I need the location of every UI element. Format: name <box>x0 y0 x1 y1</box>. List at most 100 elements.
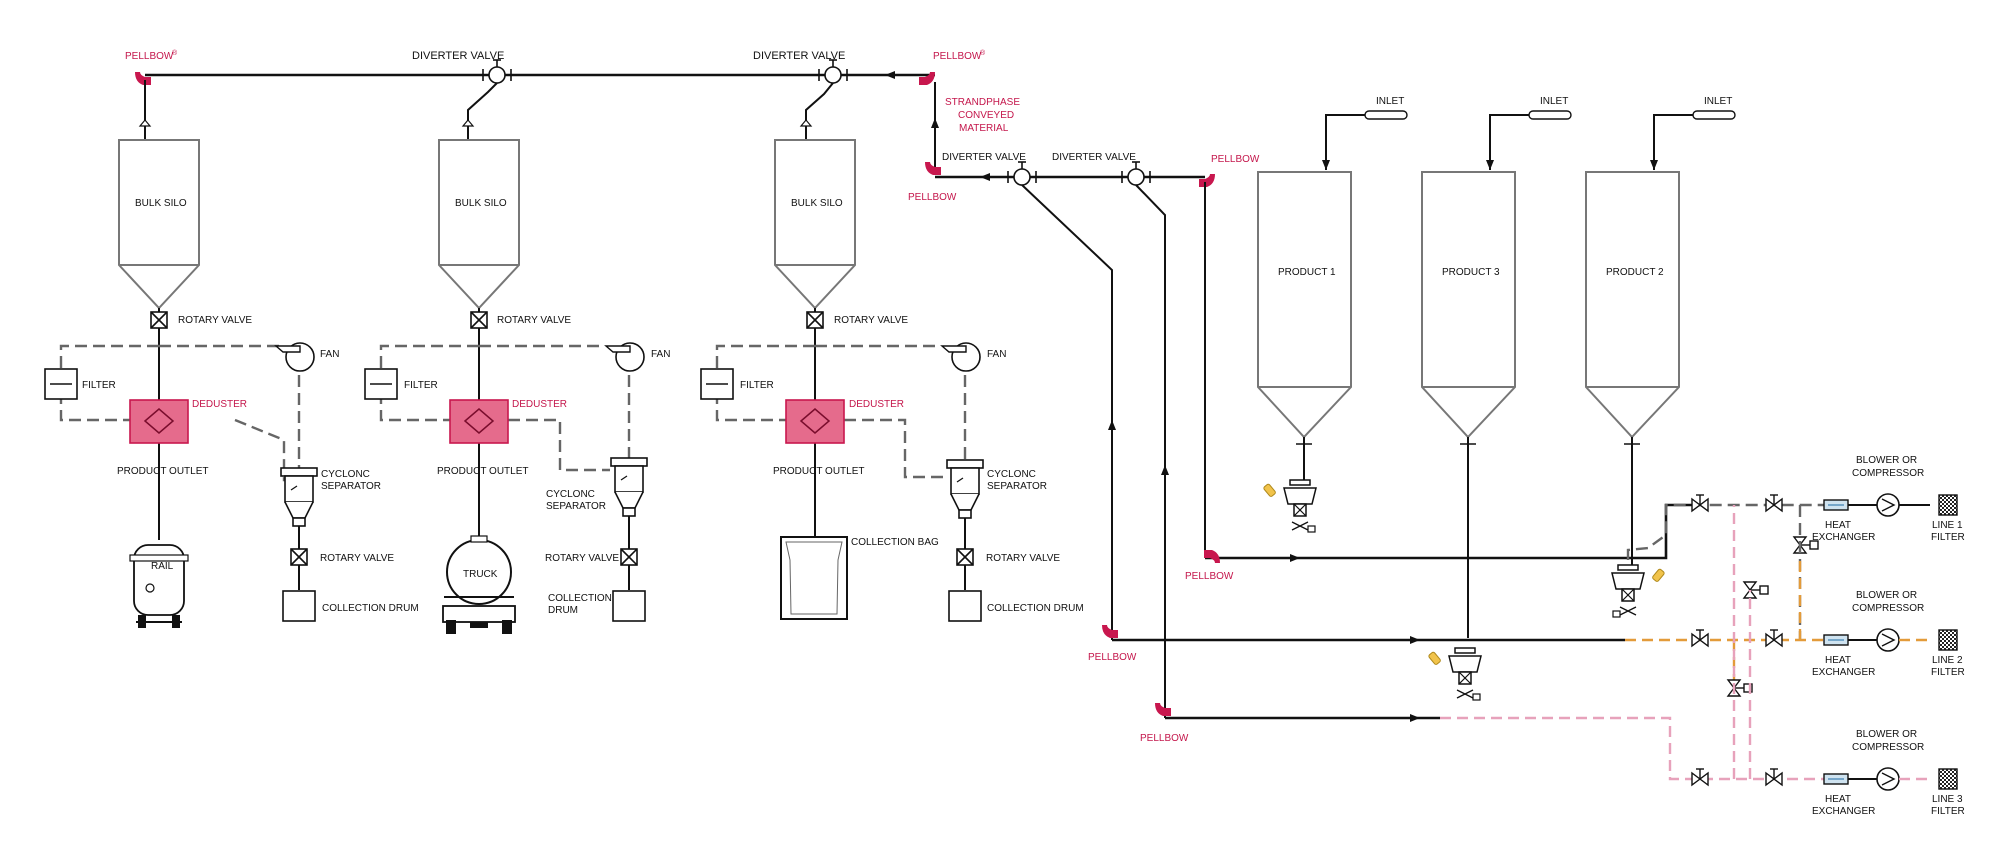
inlet-label: INLET <box>1376 96 1404 107</box>
cyclone-label: CYCLONC <box>987 469 1036 480</box>
blower-icon <box>1876 493 1900 517</box>
diverter-valve-label: DIVERTER VALVE <box>1052 152 1136 163</box>
rail-label: RAIL <box>151 561 174 572</box>
cyclone-separator-icon <box>280 467 318 527</box>
pellbow-label: PELLBOW <box>1211 154 1260 165</box>
blower-icon <box>1876 767 1900 791</box>
product-2-vessel: PRODUCT 2 <box>1585 171 1680 439</box>
gate-valve-icon <box>1691 629 1709 647</box>
fan-icon <box>274 342 315 372</box>
cyclone-separator-icon <box>946 459 984 519</box>
product-1-vessel: PRODUCT 1 <box>1257 171 1352 439</box>
filter-label: FILTER <box>404 380 438 391</box>
rotary-valve-icon <box>150 311 168 329</box>
blower-label: BLOWER OR <box>1856 455 1917 466</box>
deduster-label: DEDUSTER <box>192 399 247 410</box>
strandphase-label-2: CONVEYED <box>958 110 1014 121</box>
collection-drum-label: COLLECTION DRUM <box>322 603 419 614</box>
reg-mark: ® <box>980 49 986 57</box>
blower-icon <box>1876 628 1900 652</box>
exchanger-label: EXCHANGER <box>1812 532 1875 543</box>
pellbow-label: PELLBOW <box>908 192 957 203</box>
fan-label: FAN <box>320 349 339 360</box>
heat-label: HEAT <box>1825 520 1851 531</box>
line-filter-icon <box>1938 768 1958 790</box>
drum-label: DRUM <box>548 605 578 616</box>
product-3-label: PRODUCT 3 <box>1442 267 1500 278</box>
line-1-filter-label: FILTER <box>1931 532 1965 543</box>
rotary-valve-icon <box>620 548 638 566</box>
product-3-vessel: PRODUCT 3 <box>1421 171 1516 439</box>
diverter-valve-icon <box>482 59 512 84</box>
deduster-label: DEDUSTER <box>849 399 904 410</box>
diverter-valve-icon <box>1121 161 1151 186</box>
inlet-label: INLET <box>1704 96 1732 107</box>
product-outlet-label: PRODUCT OUTLET <box>773 466 865 477</box>
collection-drum-icon <box>612 590 646 622</box>
line-filter-icon <box>1938 629 1958 651</box>
product-outlet-label: PRODUCT OUTLET <box>437 466 529 477</box>
product-2-label: PRODUCT 2 <box>1606 267 1664 278</box>
deduster-label: DEDUSTER <box>512 399 567 410</box>
heat-label: HEAT <box>1825 794 1851 805</box>
filter-icon <box>700 368 734 400</box>
rotary-valve-label: ROTARY VALVE <box>986 553 1060 564</box>
pellbow-icon <box>1102 625 1118 638</box>
fan-label: FAN <box>987 349 1006 360</box>
strandphase-label: STRANDPHASE <box>945 97 1020 108</box>
line-3-filter-label: FILTER <box>1931 806 1965 817</box>
product-1-label: PRODUCT 1 <box>1278 267 1336 278</box>
heat-exchanger-icon <box>1823 634 1849 646</box>
separator-label: SEPARATOR <box>987 481 1047 492</box>
bulk-silo-label: BULK SILO <box>135 198 187 209</box>
diverter-valve-icon <box>1007 161 1037 186</box>
cyclone-label: CYCLONC <box>321 469 370 480</box>
line-1-label: LINE 1 <box>1932 520 1963 531</box>
strandphase-label-3: MATERIAL <box>959 123 1009 134</box>
collection-bag-icon <box>780 536 848 620</box>
diverter-valve-label: DIVERTER VALVE <box>753 50 845 62</box>
filter-label: FILTER <box>82 380 116 391</box>
rail-car-icon <box>129 544 189 628</box>
line-2-filter-label: FILTER <box>1931 667 1965 678</box>
rotary-feeder-icon <box>1611 564 1666 618</box>
blower-label: BLOWER OR <box>1856 729 1917 740</box>
pellbow-label: PELLBOW <box>1185 571 1234 582</box>
bulk-silo-label: BULK SILO <box>455 198 507 209</box>
blower-label: BLOWER OR <box>1856 590 1917 601</box>
line-2-label: LINE 2 <box>1932 655 1963 666</box>
pellbow-label: PELLBOW <box>125 51 174 62</box>
diverter-valve-label: DIVERTER VALVE <box>412 50 504 62</box>
truck-icon <box>442 535 516 634</box>
deduster-icon <box>449 399 509 444</box>
collection-bag-label: COLLECTION BAG <box>851 537 939 548</box>
inlet-label: INLET <box>1540 96 1568 107</box>
rotary-valve-icon <box>290 548 308 566</box>
collection-drum-label: COLLECTION DRUM <box>987 603 1084 614</box>
pellbow-icon <box>925 162 941 175</box>
deduster-icon <box>129 399 189 444</box>
gate-valve-icon <box>1765 768 1783 786</box>
rotary-valve-icon <box>956 548 974 566</box>
line-3-label: LINE 3 <box>1932 794 1963 805</box>
rotary-valve-label: ROTARY VALVE <box>497 315 571 326</box>
fan-icon <box>604 342 645 372</box>
truck-label: TRUCK <box>463 569 498 580</box>
rotary-feeder-icon <box>1427 647 1482 701</box>
collection-drum-icon <box>948 590 982 622</box>
diverter-valve-icon <box>818 59 848 84</box>
product-outlet-label: PRODUCT OUTLET <box>117 466 209 477</box>
bulk-silo-label: BULK SILO <box>791 198 843 209</box>
rotary-valve-label: ROTARY VALVE <box>545 553 619 564</box>
gate-valve-icon <box>1691 768 1709 786</box>
reg-mark: ® <box>172 49 178 57</box>
diverter-valve-label: DIVERTER VALVE <box>942 152 1026 163</box>
rotary-valve-icon <box>470 311 488 329</box>
separator-label: SEPARATOR <box>546 501 606 512</box>
pellbow-label: PELLBOW <box>1088 652 1137 663</box>
exchanger-label: EXCHANGER <box>1812 667 1875 678</box>
rotary-valve-icon <box>806 311 824 329</box>
gate-valve-icon <box>1727 679 1753 697</box>
filter-icon <box>364 368 398 400</box>
